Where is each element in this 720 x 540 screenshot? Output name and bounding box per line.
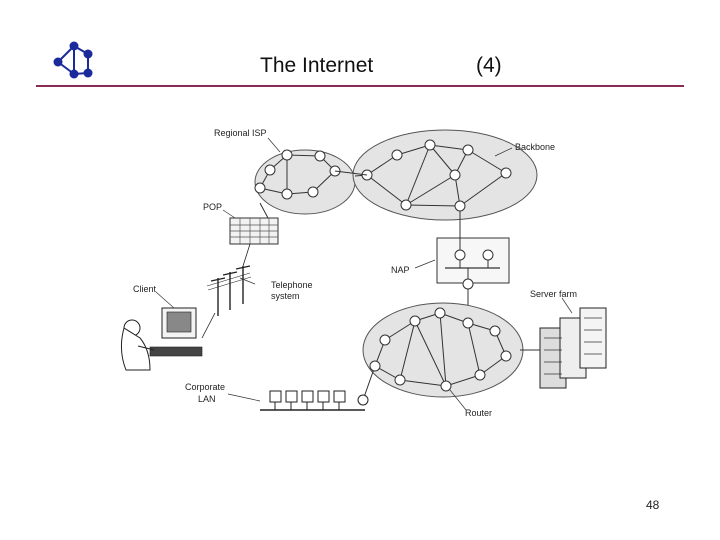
label-regional-isp: Regional ISP bbox=[214, 128, 267, 138]
label-client: Client bbox=[133, 284, 157, 294]
regional-isp-network bbox=[254, 149, 356, 215]
backbone-network bbox=[352, 129, 538, 221]
page-title: The Internet bbox=[260, 54, 374, 77]
title-part-number: (4) bbox=[476, 54, 502, 77]
isp-backbone-link bbox=[334, 170, 368, 176]
client-computer-icon bbox=[120, 307, 216, 371]
title-divider bbox=[36, 85, 684, 87]
telephone-poles-icon bbox=[206, 243, 252, 316]
regional-network-lower bbox=[362, 302, 524, 401]
server-farm-icon bbox=[520, 307, 607, 389]
network-graph-icon bbox=[53, 41, 93, 79]
label-router: Router bbox=[465, 408, 492, 418]
label-backbone: Backbone bbox=[515, 142, 555, 152]
label-pointers bbox=[155, 137, 573, 411]
nap-switch bbox=[436, 211, 510, 315]
pop-equipment-icon bbox=[229, 202, 279, 245]
label-pop: POP bbox=[203, 202, 222, 212]
label-nap: NAP bbox=[391, 265, 410, 275]
label-telephone-line2: system bbox=[271, 291, 300, 301]
internet-architecture-diagram: Regional ISP Backbone POP NAP Client Tel… bbox=[120, 128, 607, 418]
label-corporate-line1: Corporate bbox=[185, 382, 225, 392]
label-telephone-line1: Telephone bbox=[271, 280, 313, 290]
label-server-farm: Server farm bbox=[530, 289, 577, 299]
label-corporate-line2: LAN bbox=[198, 394, 216, 404]
corporate-lan-icon bbox=[260, 390, 369, 411]
page-number: 48 bbox=[646, 498, 660, 512]
